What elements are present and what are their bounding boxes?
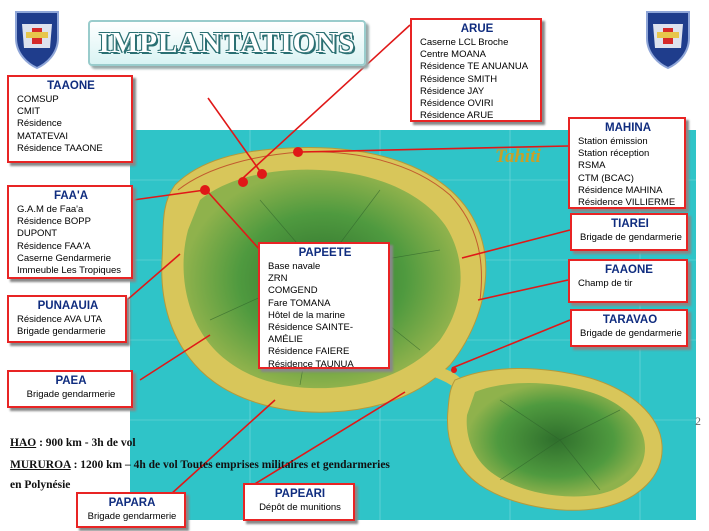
box-arue-line: Résidence OVIRI bbox=[420, 98, 494, 110]
box-faaa-line: G.A.M de Faa'a bbox=[17, 204, 84, 215]
box-taaone-line: MATATEVAI bbox=[17, 130, 69, 142]
box-mahina-line: Résidence MAHINA bbox=[578, 184, 663, 196]
page-title: IMPLANTATIONS bbox=[98, 26, 356, 59]
box-papeete-line: Résidence FAIERE bbox=[268, 346, 350, 358]
box-faaone-line: Champ de tir bbox=[578, 278, 633, 289]
box-arue-line: Caserne LCL Broche bbox=[420, 37, 509, 48]
box-tiarei: TIAREI Brigade de gendarmerie bbox=[570, 213, 688, 251]
box-arue-line: Centre MOANA bbox=[420, 49, 486, 61]
note-polynesie: en Polynésie bbox=[10, 479, 70, 491]
box-arue-line: Résidence ARUE bbox=[420, 110, 494, 122]
box-taravao-title: TARAVAO bbox=[602, 314, 658, 326]
box-mahina-line: CTM (BCAC) bbox=[578, 172, 634, 184]
box-papeete-line: Fare TOMANA bbox=[268, 297, 331, 309]
title-banner: IMPLANTATIONS bbox=[88, 20, 366, 66]
box-arue-title: ARUE bbox=[460, 23, 494, 35]
box-taaone-line: Résidence bbox=[17, 118, 62, 130]
box-taaone-line: Résidence TAAONE bbox=[17, 142, 103, 154]
box-papeari: PAPEARI Dépôt de munitions bbox=[243, 483, 355, 521]
box-mahina: MAHINA Station émission Station réceptio… bbox=[568, 117, 686, 209]
box-arue: ARUE Caserne LCL Broche Centre MOANA Rés… bbox=[410, 18, 542, 122]
box-mahina-line: RSMA bbox=[578, 160, 606, 172]
note-mururoa: MURUROA : 1200 km – 4h de vol Toutes emp… bbox=[10, 459, 390, 471]
box-faaa-line: DUPONT bbox=[17, 228, 58, 240]
note-mururoa-label: MURUROA bbox=[10, 459, 71, 471]
box-faaa-line: Immeuble Les Tropiques bbox=[17, 265, 122, 277]
box-faaa-line: Résidence FAA'A bbox=[17, 240, 91, 252]
box-papeete-line: ZRN bbox=[268, 273, 288, 285]
box-papeete-line: Résidence SAINTE- bbox=[268, 322, 354, 334]
box-papara: PAPARA Brigade gendarmerie bbox=[76, 492, 186, 528]
box-paea: PAEA Brigade gendarmerie bbox=[7, 370, 133, 408]
tahiti-iti-mountains bbox=[466, 383, 645, 497]
box-papeete: PAPEETE Base navale ZRN COMGEND Fare TOM… bbox=[258, 242, 390, 370]
box-arue-line: Résidence SMITH bbox=[420, 73, 498, 85]
box-tiarei-line: Brigade de gendarmerie bbox=[580, 232, 682, 243]
box-papeete-line: Base navale bbox=[268, 261, 321, 272]
box-taaone-line: COMSUP bbox=[17, 94, 59, 105]
box-papeari-title: PAPEARI bbox=[274, 488, 326, 500]
page-number: 2 bbox=[695, 414, 701, 428]
right-crest-icon bbox=[646, 11, 690, 70]
note-hao-label: HAO bbox=[10, 437, 37, 449]
box-taravao-line: Brigade de gendarmerie bbox=[580, 328, 682, 339]
box-taaone-line: CMIT bbox=[17, 106, 41, 118]
box-faaone: FAAONE Champ de tir bbox=[568, 259, 688, 303]
map-label: Tahiti bbox=[495, 146, 541, 167]
left-crest-icon bbox=[15, 11, 59, 70]
box-mahina-line: Station réception bbox=[578, 148, 650, 160]
box-mahina-title: MAHINA bbox=[605, 122, 651, 134]
box-arue-line: Résidence JAY bbox=[420, 85, 485, 97]
box-papeari-line: Dépôt de munitions bbox=[259, 502, 341, 513]
box-papeete-line: COMGEND bbox=[268, 285, 318, 297]
note-mururoa-text: : 1200 km – 4h de vol Toutes emprises mi… bbox=[70, 459, 390, 471]
box-taaone: TAAONE COMSUP CMIT Résidence MATATEVAI R… bbox=[7, 75, 133, 163]
box-papeete-title: PAPEETE bbox=[298, 247, 352, 259]
box-mahina-line: Résidence VILLIERME bbox=[578, 197, 676, 209]
box-mahina-line: Station émission bbox=[578, 136, 648, 147]
box-papeete-line: AMÉLIE bbox=[268, 334, 303, 346]
note-hao: HAO : 900 km - 3h de vol bbox=[10, 437, 136, 449]
box-paea-title: PAEA bbox=[55, 375, 87, 387]
box-punaauia-line: Résidence AVA UTA bbox=[17, 314, 103, 325]
box-tiarei-title: TIAREI bbox=[611, 218, 649, 230]
box-paea-line: Brigade gendarmerie bbox=[26, 389, 116, 400]
box-faaone-title: FAAONE bbox=[605, 264, 653, 276]
box-faaa-line: Résidence BOPP bbox=[17, 216, 91, 228]
box-papara-line: Brigade gendarmerie bbox=[87, 511, 177, 522]
note-hao-text: : 900 km - 3h de vol bbox=[36, 437, 136, 449]
box-papara-title: PAPARA bbox=[108, 497, 156, 509]
box-papeete-line: Résidence TAUNUA bbox=[268, 358, 354, 370]
box-punaauia: PUNAAUIA Résidence AVA UTA Brigade genda… bbox=[7, 295, 127, 343]
box-faaa: FAA'A G.A.M de Faa'a Résidence BOPP DUPO… bbox=[7, 185, 133, 279]
box-faaa-line: Caserne Gendarmerie bbox=[17, 252, 111, 264]
box-punaauia-line: Brigade gendarmerie bbox=[17, 326, 106, 338]
note-polynesie-text: en Polynésie bbox=[10, 479, 71, 491]
box-faaa-title: FAA'A bbox=[53, 190, 89, 202]
box-taravao: TARAVAO Brigade de gendarmerie bbox=[570, 309, 688, 347]
box-taaone-title: TAAONE bbox=[47, 80, 95, 92]
box-punaauia-title: PUNAAUIA bbox=[37, 300, 99, 312]
box-arue-line: Résidence TE ANUANUA bbox=[420, 61, 529, 73]
box-papeete-line: Hôtel de la marine bbox=[268, 309, 346, 321]
